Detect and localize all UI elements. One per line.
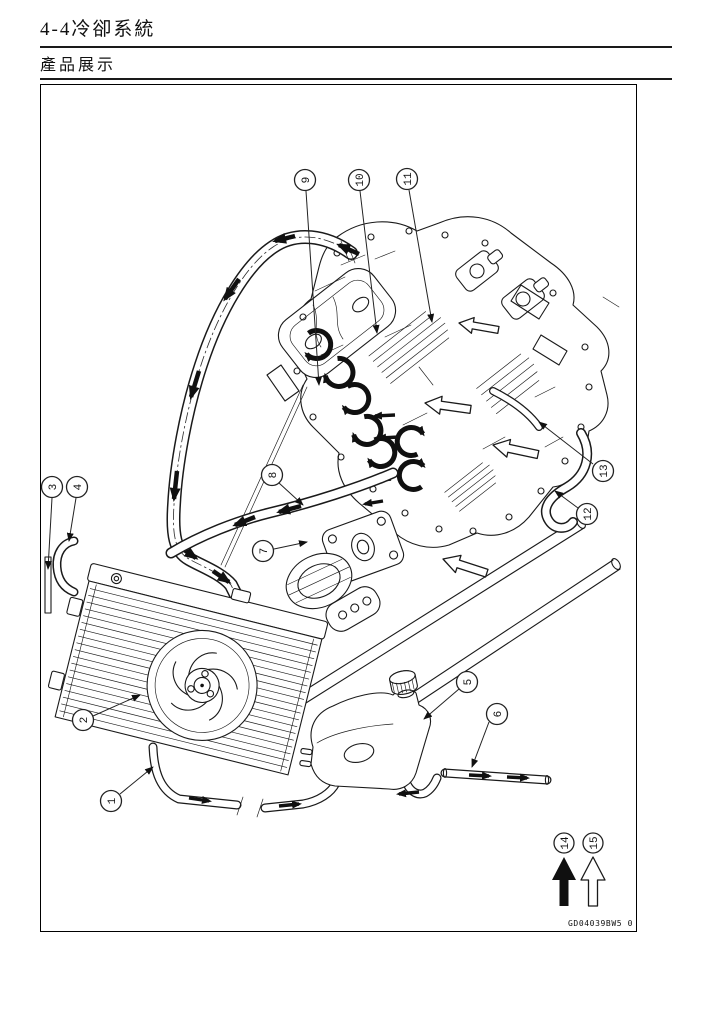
breather-pipe <box>440 768 552 785</box>
callout-4: 4 <box>65 475 89 542</box>
valve-cover <box>277 268 397 378</box>
callout-9: 9 <box>293 168 322 386</box>
svg-text:2: 2 <box>79 717 91 724</box>
callout-6: 6 <box>471 702 509 768</box>
svg-text:1: 1 <box>107 797 119 804</box>
svg-text:13: 13 <box>599 464 611 477</box>
svg-text:4: 4 <box>73 483 85 490</box>
callout-8: 8 <box>260 463 304 506</box>
air-flow-arrows <box>424 316 540 578</box>
callout-13: 13 <box>538 421 615 483</box>
svg-text:9: 9 <box>301 177 313 184</box>
legend-item-14: 14 <box>552 832 576 906</box>
throttle-body <box>501 277 550 320</box>
section-title: 產品展示 <box>40 57 117 74</box>
cylinder-fins <box>368 311 450 384</box>
svg-text:11: 11 <box>403 172 415 186</box>
pump-hose <box>165 467 399 559</box>
callout-1: 1 <box>99 766 154 813</box>
callout-2: 2 <box>71 694 141 732</box>
svg-text:7: 7 <box>259 548 271 555</box>
crankcase-fins <box>444 462 497 512</box>
filled-up-arrow-icon <box>552 857 576 906</box>
cooling-system-diagram: 1 2 3 4 <box>41 167 633 928</box>
svg-text:6: 6 <box>493 711 505 718</box>
callout-5: 5 <box>423 670 479 720</box>
svg-text:3: 3 <box>48 484 60 491</box>
figure-frame: 1 2 3 4 <box>40 84 637 932</box>
svg-text:8: 8 <box>268 472 280 479</box>
filler-hose <box>52 536 79 597</box>
callouts: 1 2 3 4 <box>41 167 615 813</box>
svg-text:14: 14 <box>560 836 572 850</box>
flow-legend: 14 15 <box>552 832 606 907</box>
callout-11: 11 <box>395 167 435 323</box>
chapter-title: 4-4冷卻系統 <box>40 19 156 40</box>
callout-12: 12 <box>554 490 599 526</box>
svg-text:10: 10 <box>355 173 367 186</box>
internal-flow-arrows <box>304 328 426 507</box>
radiator-fan <box>146 629 258 742</box>
outlet-hoses-right <box>489 387 593 533</box>
throttle-body <box>455 249 504 292</box>
callout-7: 7 <box>251 539 308 563</box>
callout-10: 10 <box>347 168 380 334</box>
chapter-divider <box>40 46 672 48</box>
legend-item-15: 15 <box>580 832 606 907</box>
reservoir-tank <box>299 670 432 790</box>
svg-text:5: 5 <box>463 679 475 686</box>
callout-3: 3 <box>41 475 64 570</box>
section-divider <box>40 78 672 80</box>
svg-text:12: 12 <box>583 507 595 520</box>
svg-text:15: 15 <box>589 836 601 849</box>
overflow-pipe <box>44 556 52 614</box>
outline-up-arrow-icon <box>580 856 606 907</box>
drawing-code: GD04039BW5 0 <box>568 919 633 928</box>
cylinder-fins-right <box>476 353 540 415</box>
radiator <box>47 563 329 776</box>
water-pump <box>285 510 405 632</box>
reservoir-cap <box>389 670 418 699</box>
radiator-hose-main <box>166 230 360 606</box>
bolt-heads <box>293 227 593 535</box>
